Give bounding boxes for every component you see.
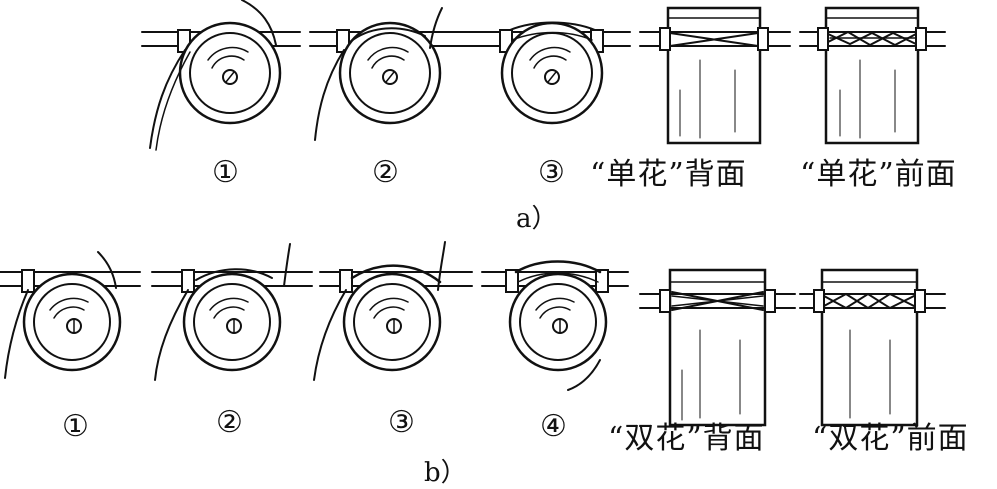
panel-a-step-3-drawing xyxy=(469,21,631,125)
panel-b-step-1-label: ① xyxy=(62,409,89,444)
panel-b-back-label: “双花”背面 xyxy=(608,421,765,456)
panel-a-back-label: “单花”背面 xyxy=(590,157,747,192)
panel-a-caption: a） xyxy=(516,204,558,234)
panel-a-front-label: “单花”前面 xyxy=(800,157,957,192)
panel-b-front-label: “双花”前面 xyxy=(812,421,969,456)
panel-a-front-view-drawing xyxy=(799,6,946,145)
panel-a-back-view-drawing xyxy=(639,6,791,145)
panel-b-step-4-drawing xyxy=(481,260,629,391)
panel-b-step-2-label: ② xyxy=(216,405,243,440)
panel-b-step-3-drawing xyxy=(313,241,473,381)
panel-b-step-1-drawing xyxy=(0,251,141,379)
panel-a-step-2-drawing xyxy=(309,7,471,141)
panel-a-step-3-label: ③ xyxy=(538,155,565,190)
panel-a-step-1-drawing xyxy=(141,0,301,151)
panel-b-caption: b） xyxy=(424,458,467,488)
panel-a-step-1-label: ① xyxy=(212,155,239,190)
panel-b-back-view-drawing xyxy=(639,268,796,427)
panel-b-step-3-label: ③ xyxy=(388,405,415,440)
panel-b-front-view-drawing xyxy=(799,268,946,427)
panel-b-step-2-drawing xyxy=(151,243,313,381)
panel-a-step-2-label: ② xyxy=(372,155,399,190)
panel-b-step-4-label: ④ xyxy=(540,409,567,444)
